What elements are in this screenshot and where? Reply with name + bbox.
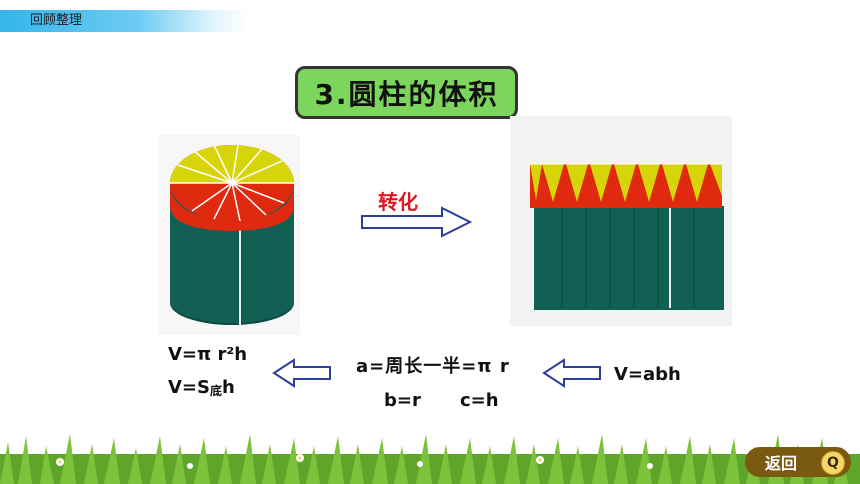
header-bar (0, 10, 250, 32)
conversion-label: 转化 (378, 190, 418, 214)
a-equals-formula: a=周长一半=π r (356, 356, 510, 377)
formula-subscript: 底 (209, 384, 222, 398)
cylinder-figure (158, 135, 300, 335)
left-arrow-icon (272, 358, 331, 388)
right-arrow-icon (361, 206, 472, 238)
cuboid-figure (510, 116, 732, 326)
section-title: 3.圆柱的体积 (295, 66, 518, 119)
c-equals-formula: c=h (460, 390, 499, 411)
back-button[interactable]: 返回 Q (745, 447, 851, 477)
grass-decoration (0, 434, 860, 484)
header-title: 回顾整理 (30, 13, 83, 28)
back-button-label: 返回 (765, 454, 798, 473)
cylinder-volume-formula: V=π r²h (168, 344, 248, 365)
q-logo-icon: Q (821, 451, 845, 475)
formula-prefix: V=S (168, 377, 210, 398)
left-arrow-icon (542, 358, 601, 388)
cylinder-volume-base-formula: V=S底h (168, 377, 235, 399)
formula-suffix: h (222, 377, 235, 398)
cuboid-volume-formula: V=abh (614, 364, 681, 385)
b-equals-formula: b=r (384, 390, 421, 411)
